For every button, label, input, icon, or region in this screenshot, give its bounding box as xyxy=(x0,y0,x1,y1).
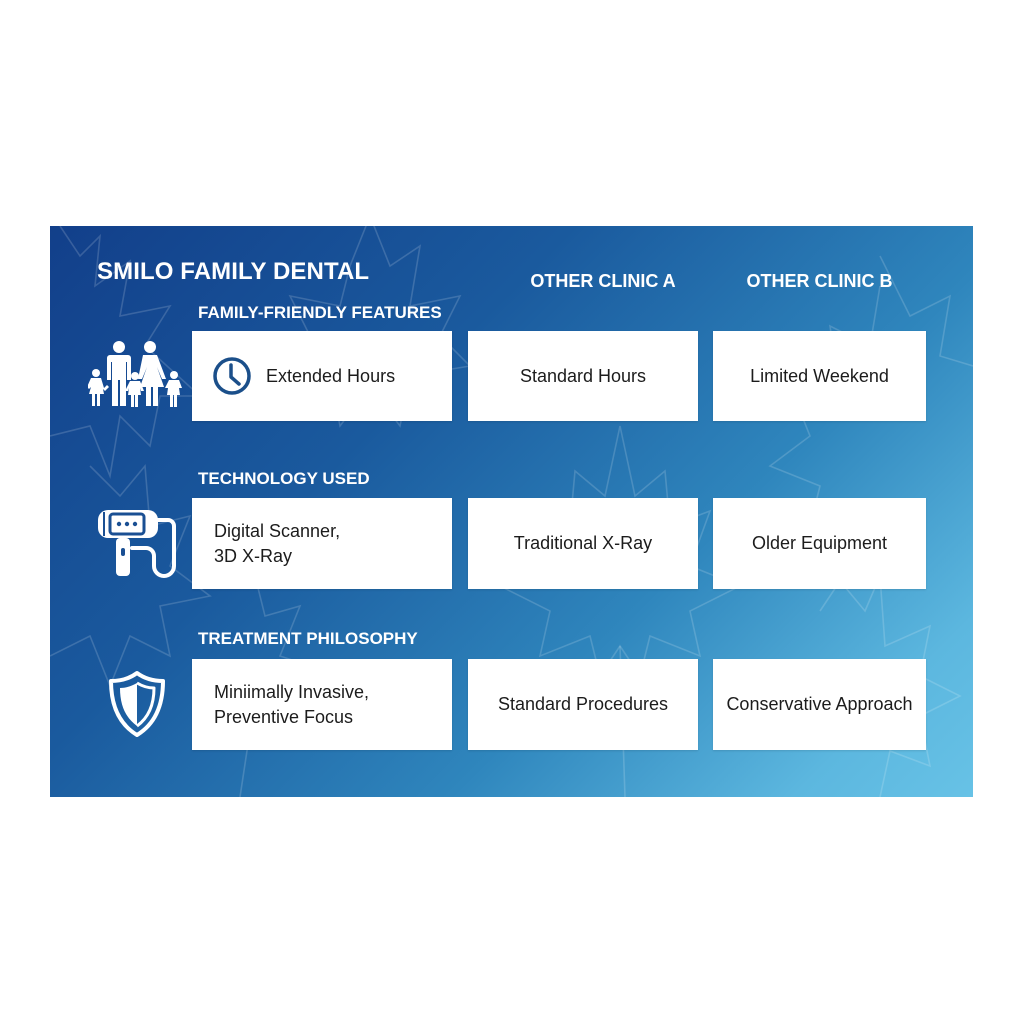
cell-smilo-technology: Digital Scanner, 3D X-Ray xyxy=(192,498,452,589)
row-label-family-friendly-features: FAMILY-FRIENDLY FEATURES xyxy=(198,303,442,322)
cell-clinic-a-treatment: Standard Procedures xyxy=(468,659,698,750)
cell-text-line-1: Miniimally Invasive, xyxy=(214,681,370,702)
family-icon xyxy=(86,336,186,411)
row-label-technology-used: TECHNOLOGY USED xyxy=(198,469,370,488)
dental-scanner-icon xyxy=(92,501,182,581)
cell-text: Standard Procedures xyxy=(497,694,669,714)
column-header-other-clinic-b: OTHER CLINIC B xyxy=(746,271,893,291)
cell-text: Traditional X-Ray xyxy=(513,533,653,553)
shield-icon xyxy=(105,668,169,740)
cell-clinic-a-family-friendly: Standard Hours xyxy=(468,331,698,421)
column-header-other-clinic-a: OTHER CLINIC A xyxy=(530,271,676,291)
cell-clinic-b-treatment: Conservative Approach xyxy=(713,659,926,750)
cell-clinic-b-technology: Older Equipment xyxy=(713,498,926,589)
cell-clinic-a-technology: Traditional X-Ray xyxy=(468,498,698,589)
cell-text: Extended Hours xyxy=(266,365,396,386)
cell-text: Conservative Approach xyxy=(726,694,913,714)
cell-text-line-2: 3D X-Ray xyxy=(214,545,293,566)
cell-smilo-family-friendly: Extended Hours xyxy=(192,331,452,421)
cell-text: Limited Weekend xyxy=(750,365,889,386)
cell-text: Older Equipment xyxy=(751,533,888,553)
clock-icon xyxy=(212,356,252,396)
cell-smilo-treatment: Miniimally Invasive, Preventive Focus xyxy=(192,659,452,750)
cell-text-line-2: Preventive Focus xyxy=(214,706,354,727)
comparison-panel: SMILO FAMILY DENTAL OTHER CLINIC A OTHER… xyxy=(50,226,973,797)
cell-text-line-1: Digital Scanner, xyxy=(214,520,341,541)
row-label-treatment-philosophy: TREATMENT PHILOSOPHY xyxy=(198,629,418,648)
cell-clinic-b-family-friendly: Limited Weekend xyxy=(713,331,926,421)
cell-text: Standard Hours xyxy=(519,365,647,386)
clinic-title: SMILO FAMILY DENTAL xyxy=(97,258,370,285)
